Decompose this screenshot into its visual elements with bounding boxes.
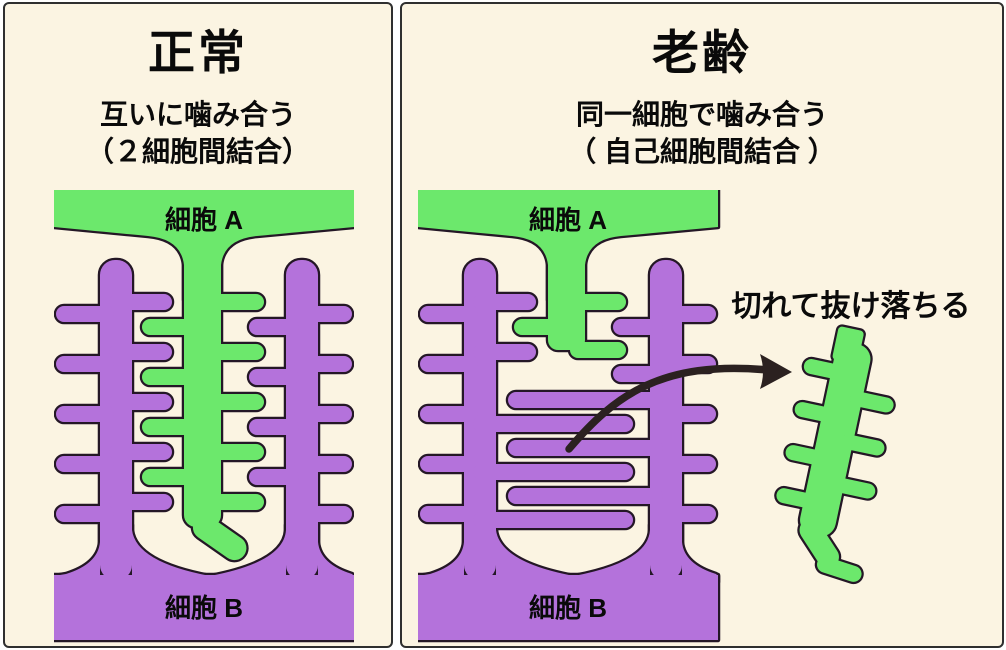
diagram-two-cell-junction: 細胞 A 細胞 B [54, 190, 354, 645]
panel-normal-subtitle: 互いに噛み合う （２細胞間結合） [5, 96, 391, 170]
cell-b-label: 細胞 B [165, 593, 243, 623]
panel-aged-subtitle: 同一細胞で噛み合う （ 自己細胞間結合 ） [402, 96, 1002, 170]
subtitle-line-1: 同一細胞で噛み合う [575, 99, 828, 130]
cell-a-label: 細胞 A [165, 205, 243, 235]
subtitle-line-1: 互いに噛み合う [99, 99, 296, 130]
diagram-self-cell-junction: 細胞 A 細胞 B 切れて抜け落ちる [418, 190, 971, 645]
detach-arrow-icon [565, 354, 792, 453]
panel-aged: 老齢 同一細胞で噛み合う （ 自己細胞間結合 ） [400, 2, 1004, 648]
panel-normal: 正常 互いに噛み合う （２細胞間結合） [3, 2, 393, 648]
cell-b-label: 細胞 B [529, 593, 607, 623]
cell-a-label: 細胞 A [529, 205, 607, 235]
subtitle-line-2: （２細胞間結合） [85, 136, 310, 168]
detached-fragment [762, 320, 912, 584]
detach-annotation: 切れて抜け落ちる [731, 290, 970, 323]
panel-normal-title: 正常 [148, 26, 248, 79]
panel-aged-title: 老齢 [652, 26, 752, 79]
subtitle-line-2: （ 自己細胞間結合 ） [568, 136, 836, 168]
